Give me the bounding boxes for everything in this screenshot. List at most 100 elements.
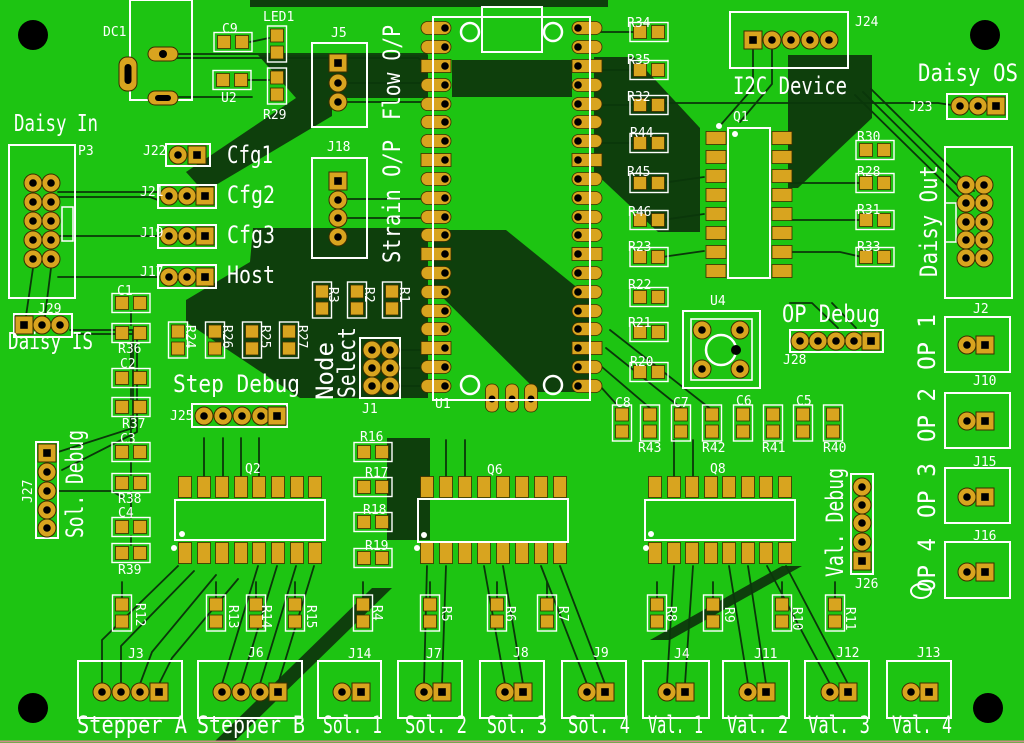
component-C5[interactable] [792,404,814,442]
component-LED1[interactable] [266,25,288,63]
component-J19[interactable] [157,224,217,249]
component-R5[interactable] [419,594,441,632]
component-J23[interactable] [946,93,1008,120]
component-C6[interactable] [732,404,754,442]
component-R38[interactable] [111,472,151,494]
silk-label: R28 [857,165,880,180]
pad-hole [601,688,609,696]
component-U1[interactable] [420,6,603,413]
component-J12[interactable] [804,660,870,719]
component-R1[interactable] [381,281,403,319]
component-C3[interactable] [111,441,151,463]
component-C8[interactable] [611,404,633,442]
component-C9[interactable] [213,31,253,53]
component-R41[interactable] [762,404,784,442]
component-J15[interactable] [944,467,1011,524]
pad-hole [441,325,449,333]
component-R24[interactable] [167,321,189,359]
component-R37[interactable] [111,396,151,418]
component-R6[interactable] [486,594,508,632]
component-R10[interactable] [771,594,793,632]
component-Q1[interactable] [705,123,793,279]
component-R45[interactable] [629,172,669,194]
component-R29[interactable] [266,67,288,105]
component-R9[interactable] [702,594,724,632]
component-J14[interactable] [317,660,382,719]
component-C1[interactable] [111,292,151,314]
component-J5[interactable] [311,42,368,128]
component-U2[interactable] [212,69,252,91]
component-J17[interactable] [157,264,217,289]
silk-outline [944,392,1011,449]
component-P4[interactable] [944,146,1013,299]
component-R7[interactable] [536,594,558,632]
component-R23[interactable] [629,246,669,268]
component-R28[interactable] [855,172,895,194]
component-R34[interactable] [629,21,669,43]
component-R4[interactable] [352,594,374,632]
component-R46[interactable] [629,209,669,231]
component-R32[interactable] [629,94,669,116]
component-R11[interactable] [824,594,846,632]
component-R17[interactable] [353,476,393,498]
component-R14[interactable] [245,594,267,632]
component-R15[interactable] [284,594,306,632]
component-R33[interactable] [855,246,895,268]
component-R31[interactable] [855,209,895,231]
component-J2[interactable] [944,316,1011,373]
component-J16[interactable] [944,541,1011,599]
component-R40[interactable] [822,404,844,442]
component-J24[interactable] [729,11,849,69]
component-J26[interactable] [850,473,874,575]
component-R3[interactable] [311,281,333,319]
component-Q2[interactable] [171,476,326,564]
component-Q8[interactable] [643,476,796,564]
component-C2[interactable] [111,367,151,389]
component-R27[interactable] [278,321,300,359]
component-R13[interactable] [205,594,227,632]
component-R22[interactable] [629,286,669,308]
component-R44[interactable] [629,132,669,154]
component-R39[interactable] [111,542,151,564]
component-P3[interactable] [8,144,76,299]
component-J8[interactable] [479,660,545,719]
component-J28[interactable] [789,329,884,353]
component-J25[interactable] [191,403,288,428]
component-J22[interactable] [165,143,211,167]
component-J6[interactable] [197,660,303,719]
component-R19[interactable] [353,547,393,569]
component-R16[interactable] [353,441,393,463]
component-R30[interactable] [855,139,895,161]
smd-pad [651,250,665,264]
component-R8[interactable] [646,594,668,632]
component-R12[interactable] [111,594,133,632]
component-R25[interactable] [241,321,263,359]
component-J10[interactable] [944,392,1011,449]
component-U4[interactable] [682,310,761,389]
component-J1[interactable] [359,337,401,399]
component-DC1[interactable] [118,0,193,106]
component-J11[interactable] [722,660,790,719]
component-R20[interactable] [629,361,669,383]
component-J7[interactable] [397,660,463,719]
component-J18[interactable] [311,157,368,259]
component-R35[interactable] [629,59,669,81]
component-J4[interactable] [642,660,710,719]
component-C7[interactable] [670,404,692,442]
component-Q6[interactable] [414,476,569,564]
component-J3[interactable] [77,660,183,719]
component-C4[interactable] [111,516,151,538]
component-R36[interactable] [111,322,151,344]
component-J27[interactable] [35,441,59,539]
component-J9[interactable] [561,660,627,719]
component-R18[interactable] [353,511,393,533]
component-J13[interactable] [886,660,952,719]
component-R2[interactable] [346,281,368,319]
component-R26[interactable] [204,321,226,359]
component-R43[interactable] [639,404,661,442]
component-R21[interactable] [629,321,669,343]
component-R42[interactable] [701,404,723,442]
silk-outline [850,473,874,575]
component-J29[interactable] [13,313,73,338]
component-J21[interactable] [157,184,217,209]
